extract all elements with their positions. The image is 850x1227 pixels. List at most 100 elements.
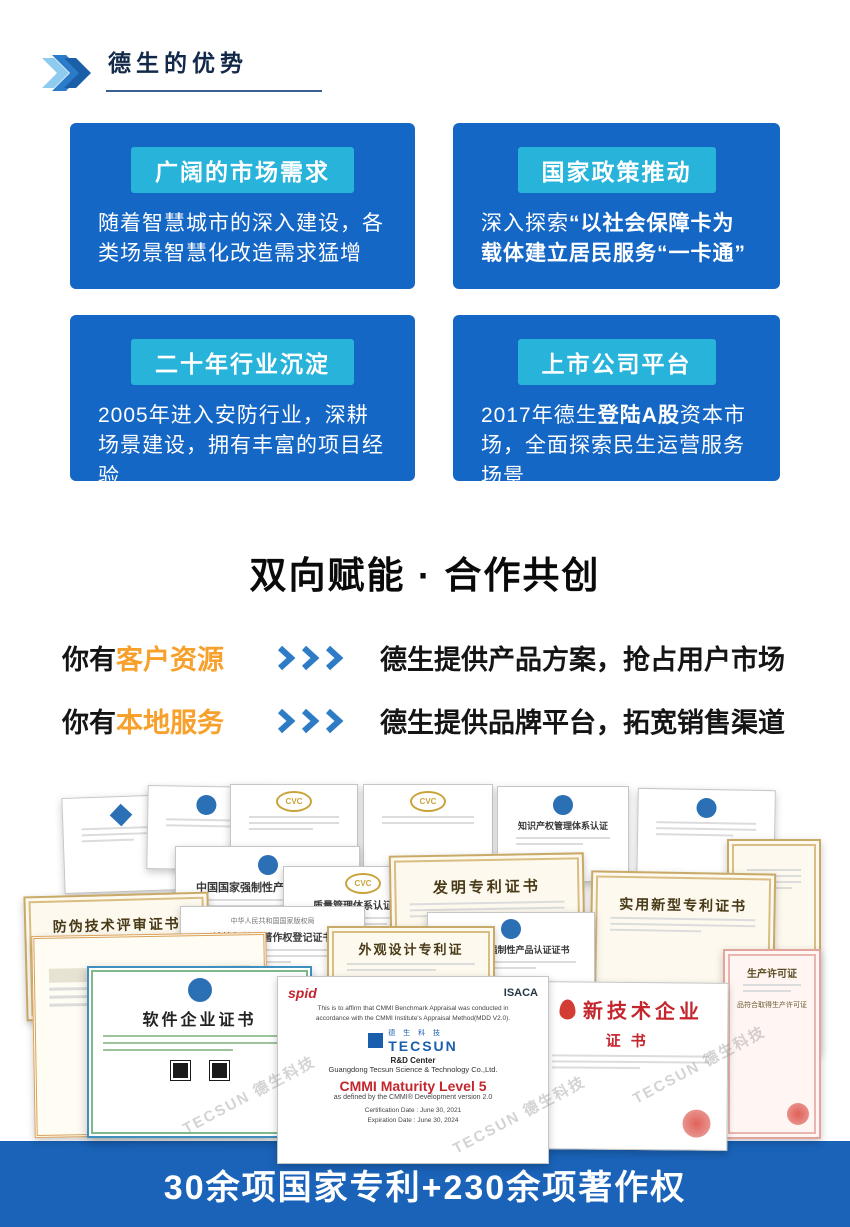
certificate-title: 生产许可证 (747, 969, 797, 980)
card-text-bold: “以社会保障卡为载体建立居民服务“一卡通” (481, 212, 746, 266)
cvc-logo: CVC (345, 873, 381, 894)
certificate-title: 软件企业证书 (142, 1012, 257, 1029)
coop-row-local-service: 你有本地服务 德生提供品牌平台，拓宽销售渠道 (62, 701, 802, 740)
isaca-logo: ISACA (503, 987, 538, 999)
card-text-bold: 登陆A股 (597, 404, 680, 427)
card-industry-experience: 二十年行业沉淀 2005年进入安防行业，深耕场景建设，拥有丰富的项目经验 (70, 315, 415, 488)
cmmi-cert-date: Certification Date : June 30, 2021 (364, 1106, 462, 1114)
certificate-logo-icon (109, 803, 133, 827)
card-text-normal: 2017年德生 (481, 404, 598, 427)
card-text-normal: 随着智慧城市的深入建设，各类场景智慧化改造需求猛增 (98, 212, 384, 266)
triple-chevron-icon (274, 708, 380, 734)
triple-chevron-icon (274, 645, 380, 671)
coop-right-suffix: ，抢占用户市场 (596, 645, 785, 675)
tecsun-logo-cn: 德 生 科 技 (388, 1029, 444, 1037)
card-listed-company: 上市公司平台 2017年德生登陆A股资本市场，全面探索民生运营服务场景 (453, 315, 780, 488)
certificate-subtitle: 证书 (605, 1032, 656, 1051)
card-text: 2005年进入安防行业，深耕场景建设，拥有丰富的项目经验 (70, 401, 415, 492)
certificate-title: 计算机软件著作权登记证书 (212, 933, 333, 945)
placeholder-text-lines (89, 1035, 310, 1051)
cmmi-subtitle: as defined by the CMMI® Development vers… (333, 1093, 493, 1101)
coop-right-text: 德生提供产品方案，抢占用户市场 (380, 638, 802, 677)
coop-row-customer: 你有客户资源 德生提供产品方案，抢占用户市场 (62, 638, 802, 677)
certificate-logo-icon (501, 919, 521, 939)
qr-code-icon (208, 1060, 230, 1081)
card-badge: 国家政策推动 (517, 147, 716, 193)
placeholder-text-lines (364, 816, 492, 824)
coop-right-prefix: 德生提供 (380, 645, 488, 675)
coop-left-label: 你有本地服务 (62, 701, 274, 740)
cmmi-dept: R&D Center (390, 1055, 436, 1065)
hightech-title-row: 新技术企业 (534, 994, 727, 1025)
coop-highlight: 本地服务 (116, 708, 224, 738)
certificate-logo-icon (553, 795, 573, 815)
cmmi-statement-line1: This is to affirm that CMMI Benchmark Ap… (317, 1005, 509, 1012)
cmmi-dates: Certification Date : June 30, 2021 Expir… (288, 1106, 538, 1127)
card-text: 2017年德生登陆A股资本市场，全面探索民生运营服务场景 (453, 401, 780, 492)
placeholder-text-lines (638, 821, 774, 837)
coop-right-bold: 品牌平台 (488, 708, 596, 738)
certificate-subtitle: 品符合取得生产许可证 (737, 1002, 807, 1009)
coop-left-label: 你有客户资源 (62, 638, 274, 677)
spid-logo: spid (288, 985, 317, 1001)
qr-codes (89, 1060, 310, 1081)
certificate-logo-icon (196, 794, 217, 816)
coop-right-text: 德生提供品牌平台，拓宽销售渠道 (380, 701, 802, 740)
placeholder-text-lines (329, 962, 493, 971)
placeholder-text-lines (725, 984, 819, 992)
card-text: 深入探索“以社会保障卡为载体建立居民服务“一卡通” (453, 209, 780, 270)
cmmi-exp-date: Expiration Date : June 30, 2024 (367, 1116, 459, 1124)
card-market-demand: 广阔的市场需求 随着智慧城市的深入建设，各类场景智慧化改造需求猛增 (70, 123, 415, 289)
placeholder-text-lines (498, 836, 628, 845)
placeholder-text-lines (231, 816, 357, 830)
page-title: 德生的优势 (106, 44, 322, 92)
cvc-logo: CVC (276, 791, 312, 812)
certificates-collage: CVC CVC 知识产权管理体系认证 中国国家强制性产品认证证书 CVC 质量管… (23, 784, 825, 1164)
tecsun-logo: 德 生 科 技 TECSUN (288, 1028, 538, 1054)
cmmi-maturity-title: CMMI Maturity Level 5 (339, 1077, 487, 1094)
cmmi-header: spid ISACA (288, 985, 538, 1001)
coop-right-suffix: ，拓宽销售渠道 (596, 708, 785, 738)
cmmi-certificate: spid ISACA This is to affirm that CMMI B… (277, 976, 549, 1164)
certificate: 软件企业证书 (87, 966, 312, 1138)
certificate-title: 发明专利证书 (432, 878, 542, 897)
card-text: 随着智慧城市的深入建设，各类场景智慧化改造需求猛增 (70, 209, 415, 270)
flame-icon (558, 998, 576, 1020)
cooperation-title: 双向赋能 · 合作共创 (249, 555, 601, 596)
certificate-logo-icon (696, 797, 717, 819)
csee-logo-icon (187, 978, 212, 1002)
coop-prefix: 你有 (62, 708, 116, 738)
license-certificate: 生产许可证 品符合取得生产许可证 (723, 949, 821, 1139)
tecsun-logo-icon (368, 1033, 384, 1048)
certificate-title: 知识产权管理体系认证 (517, 821, 608, 831)
card-badge: 二十年行业沉淀 (131, 339, 354, 385)
certificate-title: 外观设计专利证 (358, 942, 464, 957)
red-seal-icon (682, 1109, 711, 1138)
coop-highlight: 客户资源 (116, 645, 224, 675)
tecsun-logo-en: TECSUN (388, 1037, 458, 1054)
certificate-title: 新技术企业 (582, 1000, 704, 1024)
coop-prefix: 你有 (62, 645, 116, 675)
cmmi-statement-line2: accordance with the CMMI Institute's App… (315, 1014, 511, 1022)
qr-code-icon (169, 1060, 191, 1081)
certificate-issuer: 中华人民共和国国家版权局 (230, 918, 315, 925)
double-chevron-icon (42, 55, 91, 91)
certificate-title: 中国国家强制性产品认证证书 (452, 945, 570, 955)
cvc-logo: CVC (410, 791, 446, 812)
card-badge: 广阔的市场需求 (131, 147, 354, 193)
certificate-logo-icon (257, 855, 278, 875)
card-badge: 上市公司平台 (517, 339, 716, 385)
coop-right-bold: 产品方案 (488, 645, 596, 675)
tecsun-logo-text: 德 生 科 技 TECSUN (388, 1028, 458, 1054)
cooperation-rows: 你有客户资源 德生提供产品方案，抢占用户市场 你有本地服务 德生提供品牌平台，拓… (62, 638, 802, 764)
coop-right-prefix: 德生提供 (380, 708, 488, 738)
certificate-title: 实用新型专利证书 (619, 895, 748, 915)
card-text-normal: 深入探索 (481, 212, 569, 235)
placeholder-text-lines (592, 916, 773, 934)
cmmi-company: Guangdong Tecsun Science & Technology Co… (328, 1064, 498, 1074)
section-header: 德生的优势 (38, 44, 322, 92)
card-text-suffix: 资本市场，全面探索民生运营服务场景 (481, 404, 746, 488)
advantage-cards: 广阔的市场需求 随着智慧城市的深入建设，各类场景智慧化改造需求猛增 国家政策推动… (70, 123, 780, 488)
card-policy: 国家政策推动 深入探索“以社会保障卡为载体建立居民服务“一卡通” (453, 123, 780, 289)
